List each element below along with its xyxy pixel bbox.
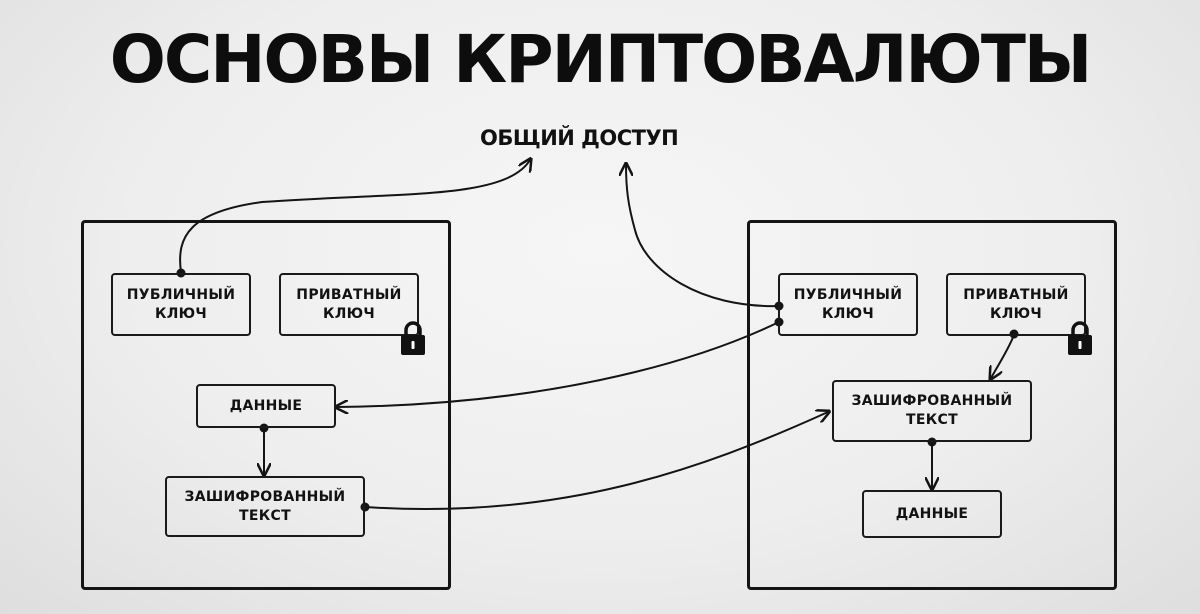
connector-dot: [927, 437, 937, 447]
right-ciphertext-box: ЗАШИФРОВАННЫЙ ТЕКСТ: [832, 380, 1032, 442]
left-public-key-box: ПУБЛИЧНЫЙ КЛЮЧ: [111, 273, 251, 336]
right-data-box: ДАННЫЕ: [862, 490, 1002, 538]
page-title: ОСНОВЫ КРИПТОВАЛЮТЫ: [109, 21, 1093, 98]
padlock-icon: [1068, 321, 1092, 355]
left-data-box: ДАННЫЕ: [196, 384, 336, 428]
padlock-icon: [401, 321, 425, 355]
left-ciphertext-box: ЗАШИФРОВАННЫЙ ТЕКСТ: [165, 476, 365, 537]
left-private-key-box: ПРИВАТНЫЙ КЛЮЧ: [279, 273, 419, 336]
connector-dot: [259, 423, 269, 433]
right-public-key-box: ПУБЛИЧНЫЙ КЛЮЧ: [778, 273, 918, 336]
left-user-panel: [81, 220, 451, 590]
arrow-left-cipher-to-right-cipher: [364, 412, 828, 510]
arrow-left-public-to-shared: [179, 160, 530, 273]
shared-access-label: ОБЩИЙ ДОСТУП: [480, 126, 679, 150]
arrow-right-public-to-shared: [626, 165, 780, 308]
right-user-panel: [747, 220, 1117, 590]
arrow-right-private-to-cipher: [991, 334, 1015, 378]
arrow-right-public-to-left-data: [337, 321, 780, 407]
right-private-key-box: ПРИВАТНЫЙ КЛЮЧ: [946, 273, 1086, 336]
connector-dot: [360, 502, 370, 512]
